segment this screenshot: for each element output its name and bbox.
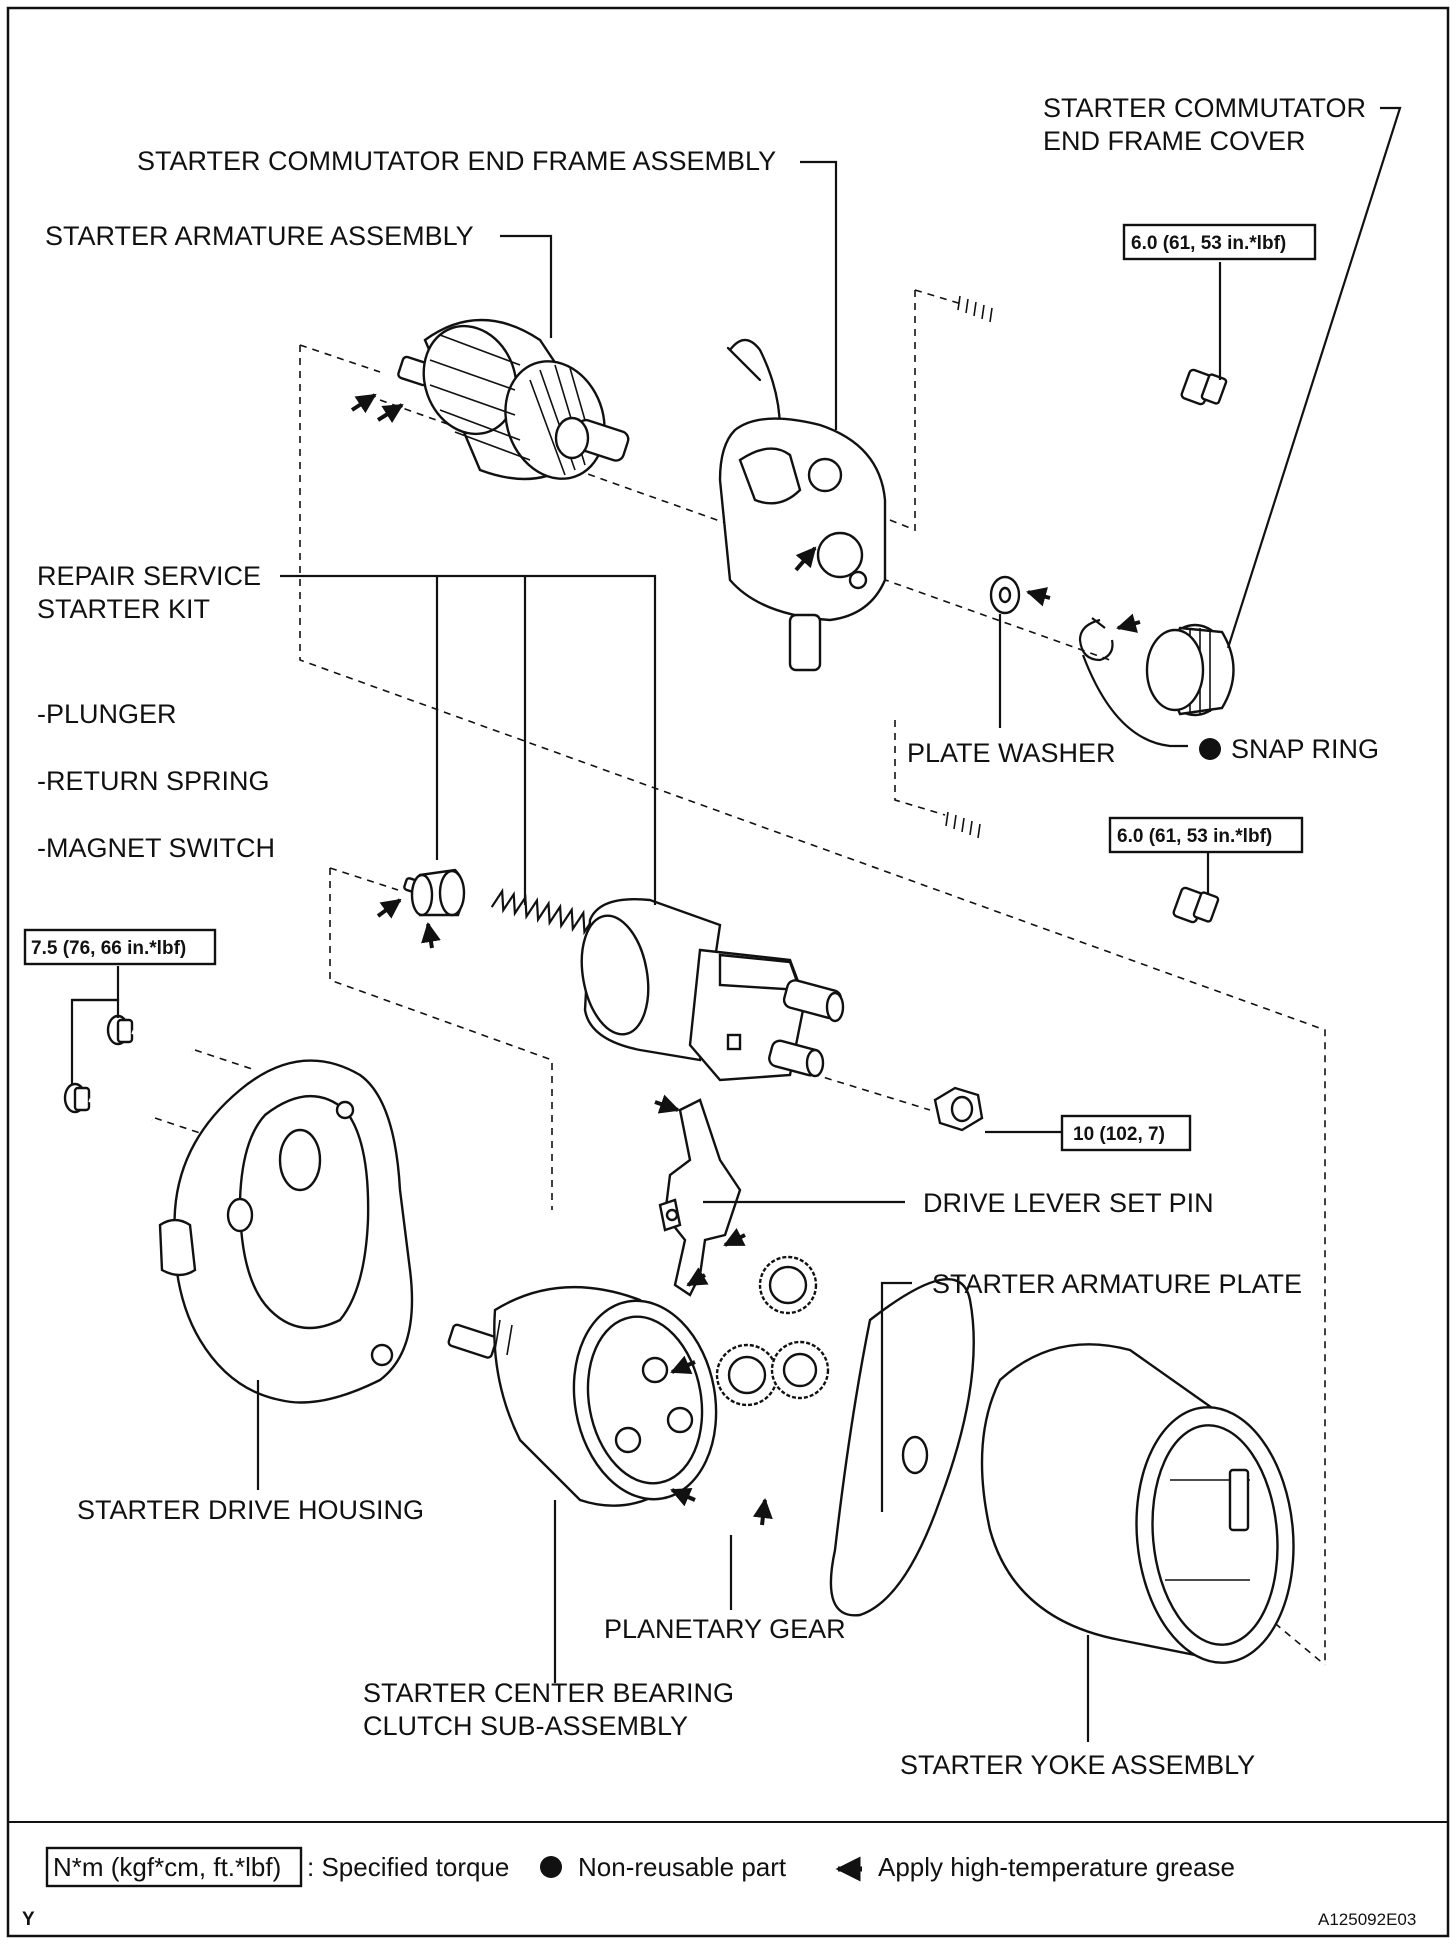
label-kit-return-spring: -RETURN SPRING	[37, 766, 270, 796]
magnet-switch[interactable]	[573, 898, 845, 1082]
label-drive-housing: STARTER DRIVE HOUSING	[77, 1495, 424, 1525]
label-repair-kit-1: REPAIR SERVICE	[37, 561, 261, 591]
torque-box-upper	[1122, 223, 1317, 261]
housing-bolt-lower[interactable]	[63, 1082, 153, 1122]
footer-left-mark: Y	[22, 1909, 35, 1930]
plunger[interactable]	[403, 868, 466, 917]
legend-torque-box	[45, 1846, 303, 1888]
outer-frame	[6, 6, 1450, 1938]
center-bearing-clutch[interactable]	[447, 1286, 732, 1510]
planetary-gear[interactable]	[715, 1255, 830, 1407]
label-center-bearing-2: CLUTCH SUB-ASSEMBLY	[363, 1711, 688, 1741]
torque-upper-text: 6.0 (61, 53 in.*lbf)	[1131, 233, 1286, 254]
through-bolt-lower[interactable]	[944, 811, 1220, 924]
drive-lever[interactable]	[658, 1098, 742, 1297]
label-kit-magnet-switch: -MAGNET SWITCH	[37, 833, 275, 863]
end-frame-cover[interactable]	[1145, 623, 1235, 717]
torque-housing-text: 7.5 (76, 66 in.*lbf)	[31, 938, 186, 959]
yoke-assembly[interactable]	[980, 1343, 1304, 1669]
armature-plate[interactable]	[829, 1277, 975, 1617]
label-repair-kit-2: STARTER KIT	[37, 594, 210, 624]
label-commutator-end-frame: STARTER COMMUTATOR END FRAME ASSEMBLY	[137, 146, 776, 176]
label-end-frame-cover-1: STARTER COMMUTATOR	[1043, 93, 1366, 123]
torque-box-lower	[1108, 816, 1304, 854]
legend-nonreusable-text: Non-reusable part	[578, 1852, 787, 1882]
torque-nut-text: 10 (102, 7)	[1073, 1124, 1165, 1145]
torque-box-nut	[1060, 1114, 1192, 1152]
commutator-end-frame-assembly[interactable]	[718, 338, 887, 672]
legend-grease-text: Apply high-temperature grease	[878, 1852, 1235, 1882]
label-plate-washer: PLATE WASHER	[907, 738, 1116, 768]
legend-torque-text: : Specified torque	[307, 1852, 509, 1882]
label-armature-assembly: STARTER ARMATURE ASSEMBLY	[45, 221, 474, 251]
snap-ring[interactable]	[1078, 617, 1114, 662]
legend-nonreusable-dot	[540, 1856, 562, 1878]
nonreusable-dot-snap-ring	[1199, 738, 1221, 760]
footer-figure-id: A125092E03	[1318, 1910, 1416, 1929]
leader-lines	[70, 106, 1402, 1742]
grease-arrows	[350, 393, 1141, 1526]
label-center-bearing-1: STARTER CENTER BEARING	[363, 1678, 734, 1708]
legend-torque-unit: N*m (kgf*cm, ft.*lbf)	[53, 1852, 281, 1882]
label-yoke-assembly: STARTER YOKE ASSEMBLY	[900, 1750, 1255, 1780]
armature-assembly[interactable]	[397, 313, 630, 493]
label-armature-plate: STARTER ARMATURE PLATE	[932, 1269, 1302, 1299]
housing-bolt-upper[interactable]	[106, 1014, 193, 1054]
label-snap-ring: SNAP RING	[1231, 734, 1379, 764]
label-planetary-gear: PLANETARY GEAR	[604, 1614, 846, 1644]
label-drive-lever-set-pin: DRIVE LEVER SET PIN	[923, 1188, 1214, 1218]
torque-lower-text: 6.0 (61, 53 in.*lbf)	[1117, 826, 1272, 847]
torque-box-housing	[23, 928, 217, 966]
through-bolt-upper[interactable]	[957, 295, 1228, 406]
label-kit-plunger: -PLUNGER	[37, 699, 177, 729]
drive-housing[interactable]	[158, 1059, 414, 1404]
terminal-nut[interactable]	[933, 1086, 984, 1132]
plate-washer[interactable]	[989, 575, 1021, 615]
label-end-frame-cover-2: END FRAME COVER	[1043, 126, 1306, 156]
